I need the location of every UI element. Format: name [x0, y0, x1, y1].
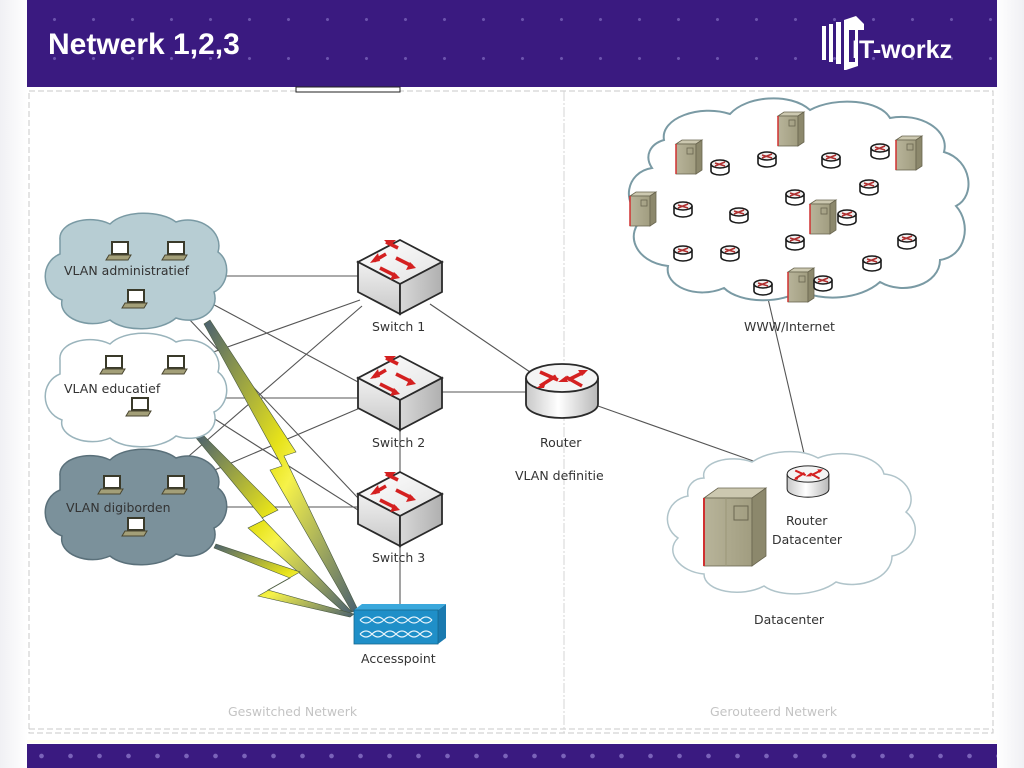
- link-edu-switch3: [187, 401, 359, 511]
- accesspoint[interactable]: Accesspoint: [353, 604, 446, 666]
- router-datacenter-label-line1: Router: [786, 513, 828, 528]
- cloud-label-datacenter: Datacenter: [754, 612, 825, 627]
- link-edu-switch1: [204, 299, 361, 356]
- slide-footer: [27, 744, 997, 768]
- cloud-vlan-administratief[interactable]: VLAN administratief: [44, 212, 228, 330]
- link-digi-switch1: [181, 305, 363, 463]
- switch-2[interactable]: Switch 2: [356, 354, 444, 450]
- cloud-datacenter[interactable]: Router Datacenter Datacenter: [666, 450, 917, 627]
- cloud-label-digiborden: VLAN digiborden: [66, 500, 171, 515]
- cloud-vlan-digiborden[interactable]: VLAN digiborden: [44, 448, 228, 566]
- right-page-shade: [996, 0, 1024, 768]
- switch-3-label: Switch 3: [372, 550, 425, 565]
- cloud-label-internet: WWW/Internet: [744, 319, 835, 334]
- region-label-switched: Geswitched Netwerk: [228, 704, 358, 719]
- switch-3[interactable]: Switch 3: [356, 470, 444, 565]
- cloud-vlan-educatief[interactable]: VLAN educatief: [44, 332, 228, 448]
- slide-title: Netwerk 1,2,3: [48, 28, 240, 61]
- router-sublabel: VLAN definitie: [515, 468, 604, 483]
- datacenter-server-icon: [702, 487, 768, 567]
- accesspoint-label: Accesspoint: [361, 651, 436, 666]
- routed-links: [597, 289, 807, 475]
- switch-1-label: Switch 1: [372, 319, 425, 334]
- footer-divider: [27, 740, 997, 743]
- cloud-label-educatief: VLAN educatief: [64, 381, 161, 396]
- wireless-bolt-digi: [213, 543, 355, 618]
- router-datacenter[interactable]: Router Datacenter: [772, 464, 843, 547]
- wireless-links: [195, 319, 359, 618]
- router-datacenter-label-line2: Datacenter: [772, 532, 843, 547]
- switch-2-label: Switch 2: [372, 435, 425, 450]
- wired-links: [181, 275, 531, 606]
- cloud-internet[interactable]: WWW/Internet: [627, 97, 970, 334]
- logo-text: IT-workz: [852, 36, 953, 64]
- link-internet-routerdc: [765, 289, 807, 463]
- left-page-shade: [0, 0, 28, 768]
- it-workz-logo-icon: [822, 16, 864, 70]
- slide-header: [27, 0, 997, 87]
- router-label: Router: [540, 435, 582, 450]
- link-admin-switch2: [204, 299, 359, 383]
- switch-1[interactable]: Switch 1: [356, 238, 444, 334]
- cloud-label-administratief: VLAN administratief: [64, 263, 190, 278]
- region-label-routed: Gerouteerd Netwerk: [710, 704, 838, 719]
- link-switch1-router: [429, 303, 531, 373]
- link-admin-switch3: [187, 317, 359, 499]
- router-vlan[interactable]: Router VLAN definitie: [515, 362, 604, 483]
